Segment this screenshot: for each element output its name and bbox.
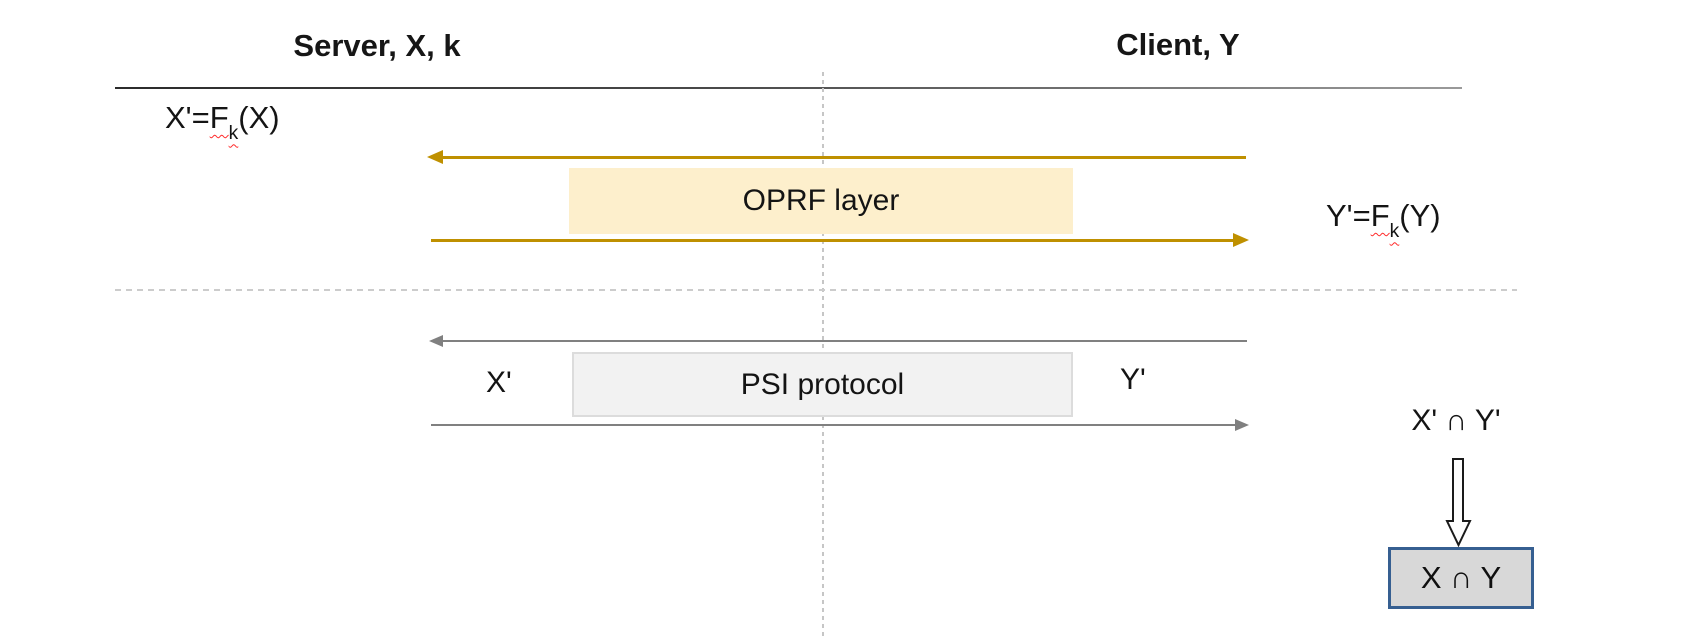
formula-func: F [209,100,229,135]
oprf-arrow-to-server-head-icon [427,150,443,164]
formula-lhs: Y'= [1326,198,1371,233]
formula-sub: k [228,123,239,145]
psi-arrow-to-client [431,424,1235,426]
server-oprf-formula: X'=Fk(X) [165,100,280,144]
formula-arg: (X) [238,100,280,135]
server-lane-title: Server, X, k [293,28,461,63]
psi-arrow-to-server [442,340,1247,342]
psi-client-input-label: Y' [1120,363,1146,396]
hollow-down-arrow-icon [1445,458,1472,547]
oprf-arrow-to-client-head-icon [1233,233,1249,247]
psi-arrow-to-client-head-icon [1235,419,1249,431]
final-intersection-label: X ∩ Y [1420,560,1502,595]
lane-header-line [115,87,1462,89]
formula-func: F [1370,198,1390,233]
client-lane-title: Client, Y [1116,27,1240,62]
oprf-arrow-to-client [431,239,1235,242]
psi-arrow-to-server-head-icon [429,335,443,347]
formula-lhs: X'= [165,100,210,135]
psi-server-input-label: X' [486,366,512,399]
client-oprf-formula: Y'=Fk(Y) [1326,198,1441,242]
section-dashed-divider [115,289,1517,291]
final-intersection-box: X ∩ Y [1388,547,1534,609]
oprf-layer-label: OPRF layer [742,184,900,217]
encrypted-intersection-label: X' ∩ Y' [1411,404,1501,437]
oprf-layer-box: OPRF layer [569,168,1073,234]
psi-protocol-box: PSI protocol [572,352,1073,417]
formula-sub: k [1389,221,1400,243]
formula-arg: (Y) [1399,198,1441,233]
oprf-arrow-to-server [441,156,1246,159]
psi-protocol-label: PSI protocol [740,367,905,401]
